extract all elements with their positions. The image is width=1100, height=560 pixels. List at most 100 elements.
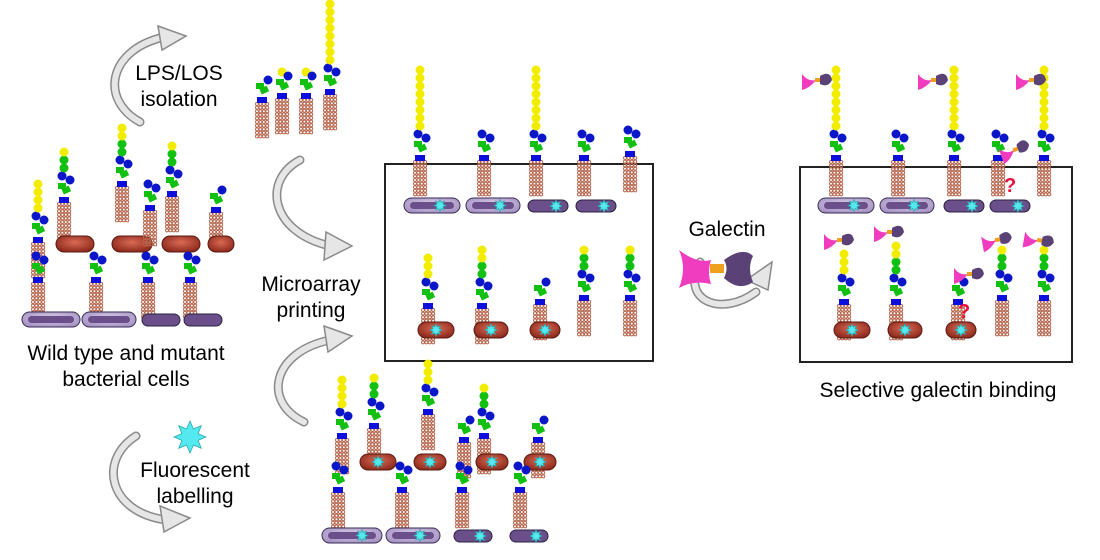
lipid-bead bbox=[1037, 325, 1041, 330]
lipid-bead bbox=[1037, 185, 1041, 190]
lipid-bead bbox=[41, 303, 46, 308]
lipid-bead bbox=[168, 214, 173, 218]
lipid-bead bbox=[577, 163, 581, 168]
lipid-bead bbox=[487, 448, 492, 453]
lipid-bead bbox=[95, 289, 100, 294]
glucose bbox=[947, 129, 957, 139]
lipid-bead bbox=[144, 303, 149, 308]
lipid-bead bbox=[275, 130, 279, 135]
galactose bbox=[531, 89, 541, 99]
lipid-bead bbox=[543, 318, 548, 323]
lipid-bead bbox=[1037, 170, 1041, 175]
heptose bbox=[514, 473, 522, 479]
glucose-branch bbox=[955, 133, 965, 143]
lipid-bead bbox=[209, 222, 213, 227]
lipid-a-tails bbox=[513, 492, 528, 529]
lipid-bead bbox=[465, 513, 470, 518]
lipid-bead bbox=[1001, 307, 1006, 312]
lipid-bead bbox=[334, 506, 339, 511]
lipid-a-tails bbox=[1037, 300, 1052, 337]
lipid-bead bbox=[341, 506, 346, 511]
lipid-bead bbox=[455, 510, 459, 514]
heptose-chain bbox=[477, 261, 487, 271]
lipid-bead bbox=[1047, 174, 1052, 179]
lipid-bead bbox=[34, 289, 39, 294]
lipid-bead bbox=[1043, 310, 1048, 315]
lipid-bead bbox=[629, 159, 634, 164]
lipid-bead bbox=[149, 220, 154, 225]
lipid-bead bbox=[1043, 178, 1048, 182]
lipid-bead bbox=[416, 181, 421, 186]
lipid-bead bbox=[183, 296, 187, 301]
heptose bbox=[32, 223, 40, 229]
lipid-bead bbox=[460, 449, 465, 454]
lipid-bead bbox=[67, 223, 72, 228]
lipid-bead bbox=[487, 445, 492, 450]
lipid-a-tails bbox=[395, 492, 410, 529]
lipid-bead bbox=[278, 112, 283, 117]
lipid-bead bbox=[577, 321, 581, 326]
lipid-bead bbox=[835, 188, 840, 193]
heptose bbox=[995, 143, 1006, 153]
lipid-bead bbox=[629, 328, 634, 333]
lipid-bead bbox=[891, 192, 895, 197]
lipid-bead bbox=[149, 228, 154, 232]
lipid-bead bbox=[533, 307, 537, 312]
glucose bbox=[89, 251, 99, 261]
lipid-bead bbox=[843, 307, 848, 312]
lipid-bead bbox=[323, 97, 327, 102]
galectin-linker bbox=[837, 238, 843, 242]
lipid-bead bbox=[413, 167, 417, 172]
galactose bbox=[423, 261, 433, 271]
lipid-bead bbox=[153, 235, 158, 240]
lipid-bead bbox=[516, 510, 521, 514]
lipid-bead bbox=[580, 174, 585, 179]
galactose bbox=[415, 105, 425, 115]
glucose-branch bbox=[539, 415, 549, 425]
galactose bbox=[531, 65, 541, 75]
lipid-bead bbox=[534, 445, 539, 450]
lipid-bead bbox=[543, 307, 548, 312]
lipid-bead bbox=[275, 126, 279, 131]
lipid-bead bbox=[1037, 328, 1041, 333]
lipid-bead bbox=[580, 188, 585, 193]
cells-line2: bacterial cells bbox=[62, 368, 190, 391]
lipid-bead bbox=[1005, 321, 1010, 326]
glucose bbox=[367, 397, 377, 407]
lipid-bead bbox=[215, 219, 220, 224]
heptose bbox=[119, 169, 130, 179]
lipid-bead bbox=[477, 167, 481, 172]
lipid-bead bbox=[901, 185, 906, 190]
lipid-bead bbox=[421, 442, 425, 447]
lipid-bead bbox=[421, 432, 425, 436]
lipid-bead bbox=[67, 205, 72, 210]
lipid-a-tails bbox=[57, 202, 72, 239]
lipid-bead bbox=[57, 212, 61, 217]
lipid-bead bbox=[485, 311, 490, 316]
lipid-bead bbox=[897, 178, 902, 182]
lipid-bead bbox=[419, 170, 424, 175]
microarray-top-arrow-body bbox=[273, 157, 333, 249]
lipid-bead bbox=[57, 223, 61, 228]
heptose bbox=[399, 475, 410, 485]
lipid-bead bbox=[92, 296, 97, 301]
lipid-bead bbox=[285, 101, 290, 106]
galectin-icon bbox=[1022, 231, 1054, 248]
lipid-bead bbox=[529, 170, 533, 175]
lipid-bead bbox=[281, 126, 286, 131]
lipid-bead bbox=[580, 170, 585, 175]
lipid-bead bbox=[175, 217, 180, 222]
lipid-bead bbox=[529, 167, 533, 172]
lipid-bead bbox=[326, 108, 331, 113]
lipid-bead bbox=[580, 314, 585, 319]
lipid-bead bbox=[41, 242, 46, 246]
lipid-bead bbox=[1005, 300, 1010, 304]
fluorophore-icon bbox=[412, 528, 428, 543]
galactose bbox=[839, 265, 849, 275]
lipid-bead bbox=[323, 119, 327, 124]
lipid-bead bbox=[341, 452, 346, 457]
glucose-branch bbox=[899, 133, 909, 143]
lipid-bead bbox=[483, 167, 488, 172]
lipid-bead bbox=[431, 311, 436, 316]
lipid-bead bbox=[405, 524, 410, 529]
